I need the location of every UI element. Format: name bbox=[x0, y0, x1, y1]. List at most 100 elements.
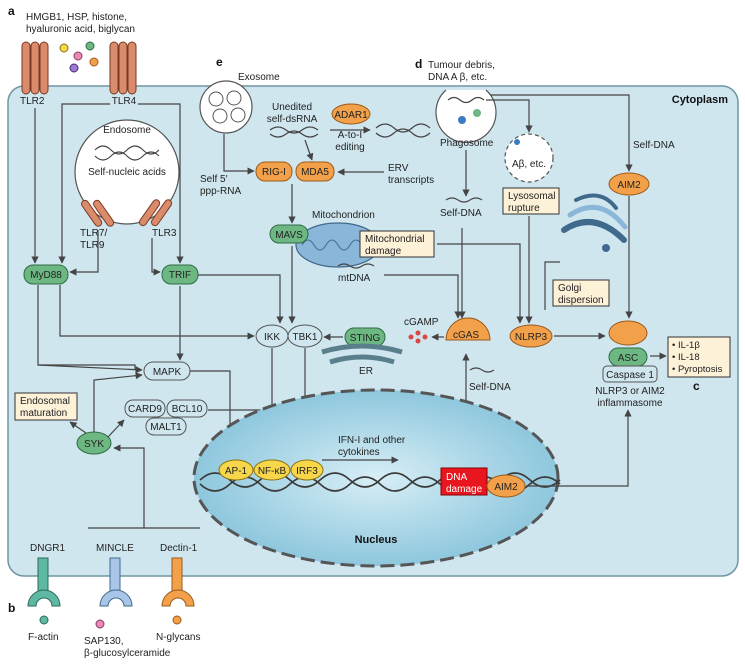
mda5-node bbox=[295, 161, 335, 182]
mincle-label: MINCLE bbox=[96, 543, 134, 554]
aim2-nucleus-node bbox=[486, 474, 526, 498]
self5-label-line1: Self 5′ bbox=[200, 174, 228, 185]
ap1-label: AP-1 bbox=[225, 466, 248, 477]
tlr3-label: TLR3 bbox=[152, 228, 177, 239]
dna-damage-line1: DNA bbox=[446, 472, 467, 483]
dna-icon bbox=[447, 96, 485, 104]
golgi-line1: Golgi bbox=[558, 283, 581, 294]
a-to-i-label-line1: A-to-I bbox=[338, 130, 362, 141]
card9-node bbox=[124, 399, 166, 418]
aim2-top-node bbox=[608, 172, 650, 196]
ligand-dot-icon bbox=[73, 51, 83, 61]
adar1-label: ADAR1 bbox=[334, 110, 368, 121]
malt1-node bbox=[145, 417, 187, 436]
tlr3-receptor-icon bbox=[138, 199, 173, 227]
ligand-dot-icon bbox=[69, 63, 79, 73]
aim2-top-label: AIM2 bbox=[617, 180, 641, 191]
rig-i-node bbox=[255, 161, 293, 182]
nucleus-region bbox=[192, 388, 560, 568]
nucleus-label: Nucleus bbox=[355, 534, 398, 546]
ifn-label-line2: cytokines bbox=[338, 447, 380, 458]
lysosomal-rupture-box bbox=[502, 187, 560, 215]
golgi-icon bbox=[561, 193, 628, 252]
nfkb-node bbox=[253, 459, 291, 481]
inflammasome-label-line1: NLRP3 or AIM2 bbox=[595, 386, 665, 397]
tumour-label-line1: Tumour debris, bbox=[428, 60, 495, 71]
malt1-label: MALT1 bbox=[150, 422, 182, 433]
self-dna-cgas-label: Self-DNA bbox=[469, 382, 511, 393]
output-pyroptosis: • Pyroptosis bbox=[672, 364, 723, 375]
exosome-icon bbox=[199, 80, 253, 134]
inflammasome-sensor-icon bbox=[608, 320, 648, 346]
endosome-label: Endosome bbox=[103, 125, 151, 136]
irf3-label: IRF3 bbox=[296, 466, 318, 477]
lyso-line2: rupture bbox=[508, 203, 540, 214]
mavs-node bbox=[269, 224, 309, 244]
dectin1-label: Dectin-1 bbox=[160, 543, 198, 554]
tbk1-label: TBK1 bbox=[292, 332, 317, 343]
factin-label: F-actin bbox=[28, 632, 59, 643]
mavs-label: MAVS bbox=[275, 230, 303, 241]
mito-damage-line1: Mitochondrial bbox=[365, 234, 424, 245]
tlr79-label-line2: TLR9 bbox=[80, 240, 105, 251]
nlrp3-label: NLRP3 bbox=[515, 332, 548, 343]
tbk1-node bbox=[287, 324, 323, 348]
ligand-dot-icon bbox=[59, 43, 69, 53]
syk-label: SYK bbox=[84, 439, 104, 450]
edited-dsrna-icon bbox=[375, 123, 431, 133]
tlr2-receptor-icon bbox=[21, 41, 49, 95]
panel-e-label: e bbox=[216, 55, 223, 69]
lysosome-icon bbox=[504, 133, 554, 183]
ikk-label: IKK bbox=[264, 332, 280, 343]
endo-mat-line1: Endosomal bbox=[20, 396, 70, 407]
nfkb-label: NF-κB bbox=[258, 466, 287, 477]
dsrna-icon bbox=[269, 130, 319, 138]
unedited-label-line1: Unedited bbox=[272, 102, 312, 113]
dngr1-receptor-icon bbox=[27, 557, 61, 625]
golgi-line2: dispersion bbox=[558, 295, 604, 306]
sap-label-line1: SAP130, bbox=[84, 636, 123, 647]
inflammasome-outputs-box bbox=[667, 336, 731, 378]
cgas-node bbox=[445, 317, 491, 341]
nglycans-label: N-glycans bbox=[156, 632, 200, 643]
adar1-node bbox=[331, 103, 371, 125]
self-dna-top-label: Self-DNA bbox=[633, 140, 675, 151]
ligand-dot-icon bbox=[89, 57, 99, 67]
caspase1-label: Caspase 1 bbox=[606, 370, 654, 381]
mtdna-label: mtDNA bbox=[338, 273, 371, 284]
inflammasome-label-line2: inflammasome bbox=[597, 398, 662, 409]
self-dna-icon bbox=[469, 367, 495, 373]
panel-c-label: c bbox=[693, 379, 700, 393]
erv-label-line2: transcripts bbox=[388, 175, 434, 186]
tlr79-receptor-icon bbox=[80, 199, 115, 227]
panel-d-label: d bbox=[415, 57, 422, 71]
dna-damage-box bbox=[440, 467, 488, 496]
mapk-label: MAPK bbox=[153, 367, 182, 378]
myd88-node bbox=[23, 264, 69, 285]
phagosome-icon bbox=[435, 89, 497, 143]
ap1-node bbox=[218, 459, 254, 481]
bcl10-label: BCL10 bbox=[172, 404, 203, 415]
card9-label: CARD9 bbox=[128, 404, 162, 415]
caspase1-node bbox=[602, 365, 658, 383]
exosome-label: Exosome bbox=[238, 72, 280, 83]
tlr4-receptor-icon bbox=[109, 41, 137, 95]
er-label: ER bbox=[359, 366, 373, 377]
unedited-label-line2: self-dsRNA bbox=[267, 114, 318, 125]
self-dna-phago-label: Self-DNA bbox=[440, 208, 482, 219]
cgas-label: cGAS bbox=[453, 330, 479, 341]
tlr2-label: TLR2 bbox=[20, 96, 45, 107]
trif-label: TRIF bbox=[169, 270, 191, 281]
tlr79-label-line1: TLR7/ bbox=[80, 228, 107, 239]
ligand-dot-icon bbox=[85, 41, 95, 51]
self-nucleic-acids-label: Self-nucleic acids bbox=[88, 167, 166, 178]
mincle-receptor-icon bbox=[95, 557, 133, 629]
irf3-node bbox=[290, 459, 324, 481]
golgi-dispersion-box bbox=[552, 279, 610, 307]
cgamp-dots-icon bbox=[408, 330, 428, 344]
tlr4-label: TLR4 bbox=[112, 96, 137, 107]
bcl10-node bbox=[166, 399, 208, 418]
mitochondrial-damage-box bbox=[359, 230, 435, 258]
tumour-label-line2: DNA A β, etc. bbox=[428, 72, 487, 83]
